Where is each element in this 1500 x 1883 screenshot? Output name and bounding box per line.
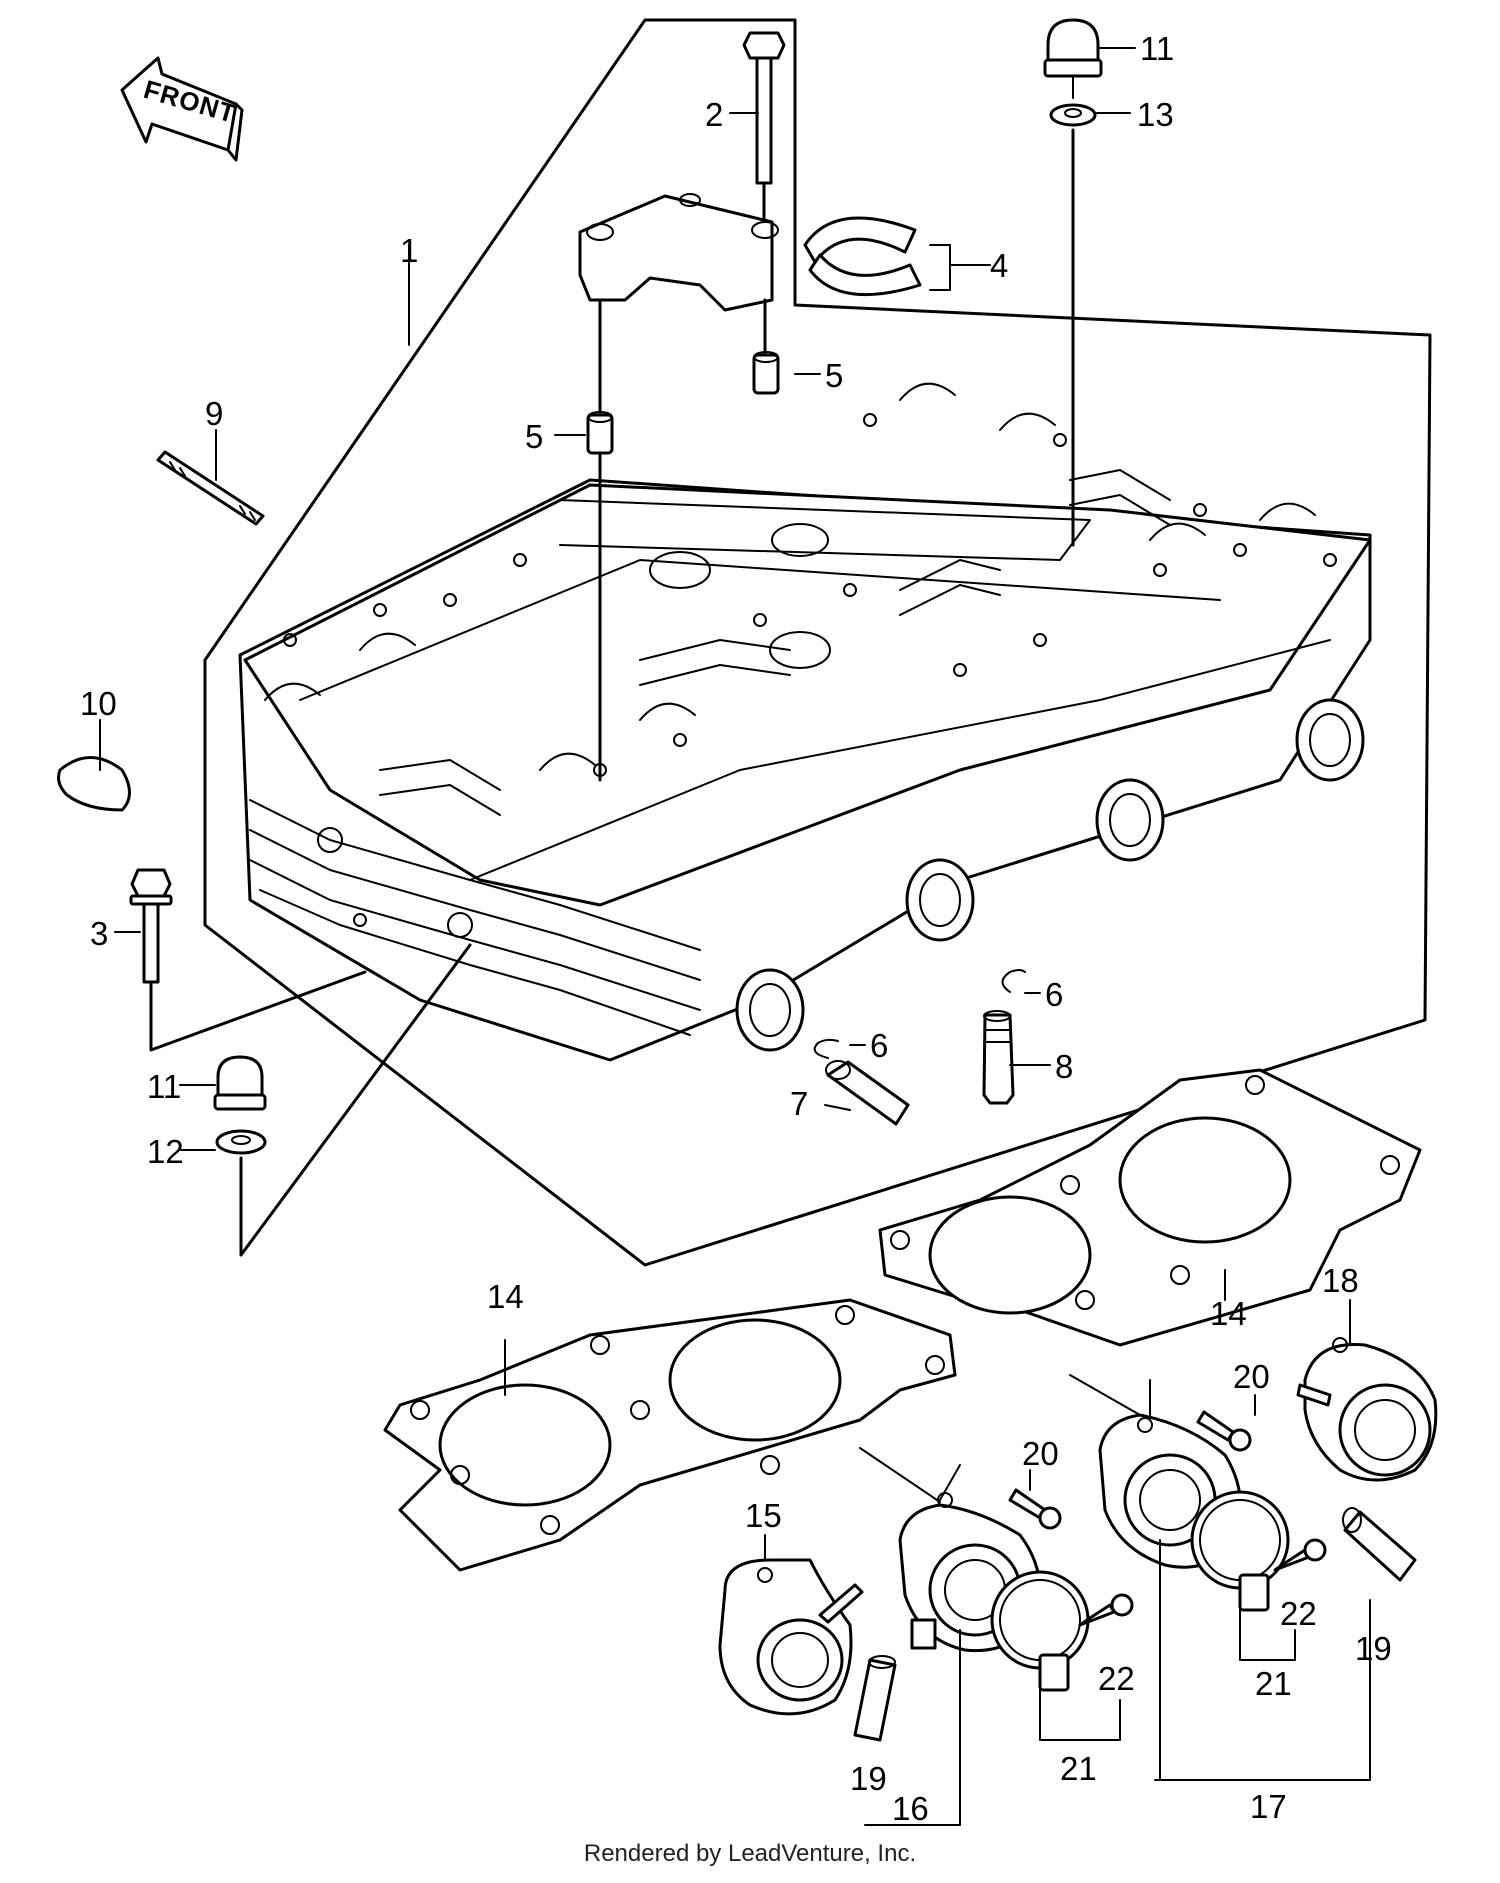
callout-4: 4 [990,247,1008,284]
part-11-nut-top [1043,18,1103,99]
callout-7: 7 [790,1085,808,1122]
cooling-fins [249,469,1171,1036]
part-22-screw-left [1078,1593,1134,1627]
part-13-washer [1049,103,1097,547]
callout-20-right: 20 [1233,1358,1270,1395]
render-credit: Rendered by LeadVenture, Inc. [583,1840,917,1867]
callout-14-left: 14 [487,1278,524,1315]
part-20-screw-left [1008,1488,1062,1530]
part-14-gasket-right [878,1068,1422,1347]
part-9-stud [156,450,265,526]
callout-11-lower: 11 [147,1068,181,1105]
callout-16: 16 [892,1790,929,1827]
part-6-clip-lower [813,1038,839,1059]
part-11-nut-lower [213,1055,267,1111]
part-18-intake-holder [1296,1337,1438,1482]
callout-9: 9 [205,395,223,432]
part-14-gasket-left [383,1298,957,1572]
part-21-clamp-left [990,1570,1090,1692]
callout-labels: 1 2 3 4 5 5 6 6 7 8 9 10 11 11 12 13 14 … [80,30,1392,1827]
part-6-clip-upper [1001,969,1026,993]
leader-lines [99,47,1371,1826]
callout-1: 1 [400,232,418,269]
part-10-plug [57,756,131,812]
part-19-tube-left [853,1655,897,1742]
part-4-bearing-shells [803,216,922,297]
part-3-flange-bolt [129,868,367,1052]
head-bolt-holes [283,413,1337,938]
part-5-dowel-pins [586,351,780,455]
callout-12: 12 [147,1133,184,1170]
callout-5-upper: 5 [825,357,843,394]
assembly-boundary-line [203,18,1432,1267]
callout-6-upper: 6 [1045,976,1063,1013]
callout-15: 15 [745,1497,782,1534]
part-15-intake-holder [718,1558,864,1716]
callout-3: 3 [90,915,108,952]
part-22-screw-right [1273,1538,1327,1572]
camshaft-cap [578,193,779,782]
part-21-clamp-right [1190,1490,1290,1612]
callout-2: 2 [705,96,723,133]
callout-10: 10 [80,685,117,722]
part-20-screw-right [1196,1410,1252,1452]
callout-22-right: 22 [1280,1595,1317,1632]
callout-13: 13 [1137,96,1174,133]
part-2-bolt [742,31,786,228]
callout-14-right: 14 [1210,1295,1247,1332]
part-12-washer [215,943,472,1257]
callout-8: 8 [1055,1048,1073,1085]
cylinder-head [238,382,1372,1062]
callout-20-left: 20 [1022,1435,1059,1472]
intake-ports [735,698,1365,1052]
callout-18: 18 [1322,1262,1359,1299]
front-direction-arrow: FRONT [120,56,244,162]
part-8-valve-guide [982,1010,1015,1105]
camshaft-journals [264,382,1316,771]
callout-22-left: 22 [1098,1660,1135,1697]
callout-19-right: 19 [1355,1630,1392,1667]
callout-19-left: 19 [850,1760,887,1797]
part-19-tube-right [1342,1507,1417,1582]
callout-17: 17 [1250,1788,1287,1825]
callout-6-lower: 6 [870,1027,888,1064]
callout-11-top: 11 [1140,30,1174,67]
spark-plug-wells [649,523,831,669]
callout-21-right: 21 [1255,1665,1292,1702]
callout-21-left: 21 [1060,1750,1097,1787]
callout-5-lower: 5 [525,418,543,455]
part-7-valve-guide [825,1060,910,1126]
